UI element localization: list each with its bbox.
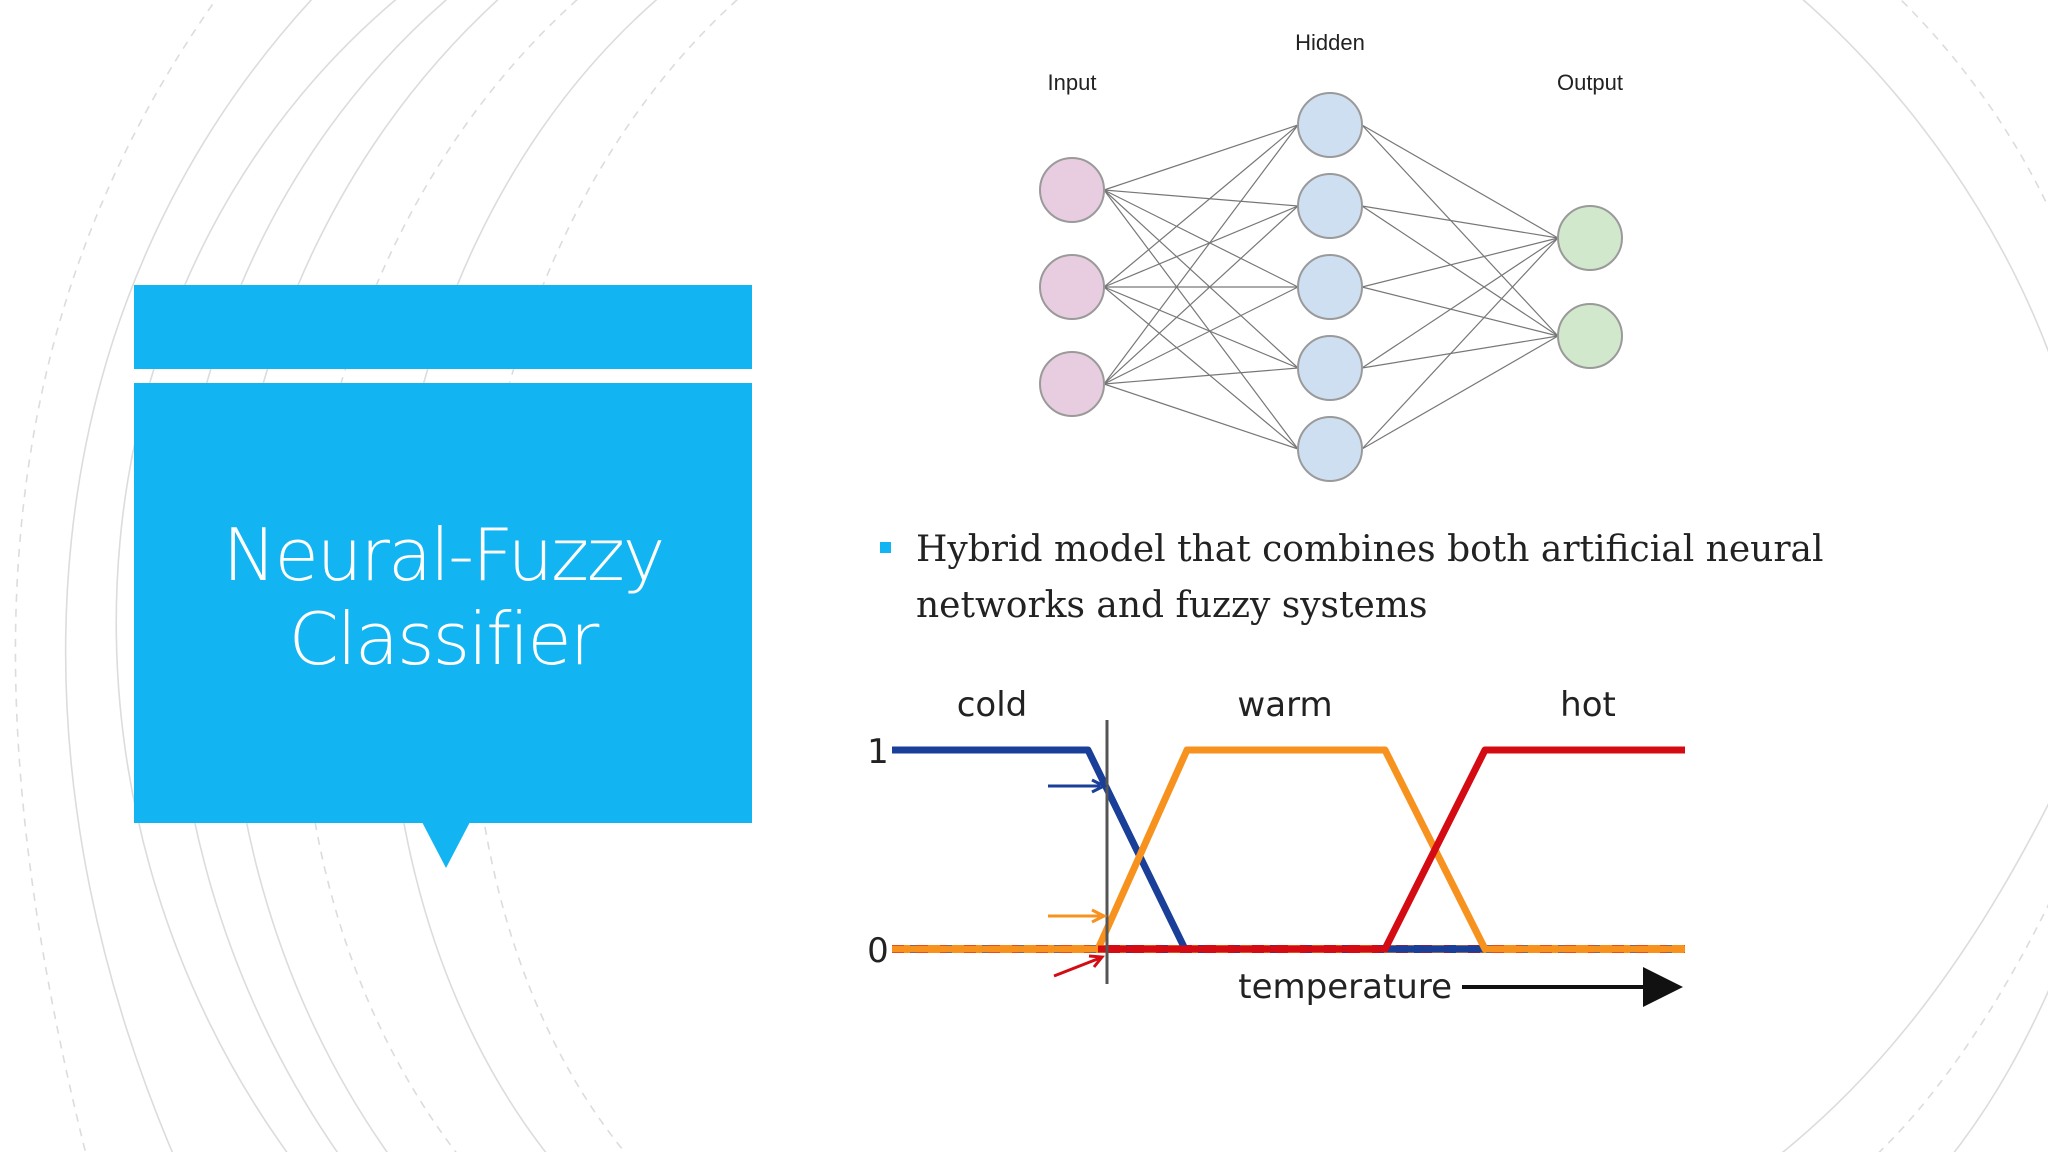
title-accent-bar bbox=[134, 285, 752, 369]
network-edge bbox=[1361, 237, 1559, 369]
warm-label: warm bbox=[1237, 685, 1332, 725]
network-edge bbox=[1103, 383, 1299, 450]
network-edge bbox=[1361, 124, 1559, 337]
network-edge bbox=[1103, 205, 1299, 288]
input-layer-label: Input bbox=[1048, 70, 1097, 95]
hidden-node-5 bbox=[1297, 416, 1363, 482]
network-edges bbox=[1103, 124, 1559, 450]
slide-title: Neural-Fuzzy Classifier bbox=[134, 513, 752, 681]
warm-arrowhead-icon bbox=[1091, 908, 1108, 924]
input-node-1 bbox=[1039, 157, 1105, 223]
cold-membership-line bbox=[892, 746, 1685, 953]
network-edge bbox=[1103, 286, 1299, 369]
network-edge bbox=[1361, 237, 1559, 450]
network-edge bbox=[1361, 286, 1559, 337]
input-node-2 bbox=[1039, 254, 1105, 320]
network-edge bbox=[1103, 124, 1299, 385]
network-edge bbox=[1361, 205, 1559, 337]
network-edge bbox=[1103, 189, 1299, 450]
title-pointer bbox=[422, 822, 470, 868]
hot-label: hot bbox=[1560, 685, 1616, 725]
network-nodes bbox=[1039, 92, 1623, 482]
cold-label: cold bbox=[957, 685, 1028, 725]
output-node-1 bbox=[1557, 205, 1623, 271]
network-edge bbox=[1103, 124, 1299, 288]
fuzzy-membership-diagram: cold warm hot 1 0 temperature bbox=[867, 685, 1685, 1007]
hidden-layer-label: Hidden bbox=[1295, 30, 1365, 55]
y-bottom-label: 0 bbox=[867, 931, 889, 971]
cold-arrowhead-icon bbox=[1091, 778, 1108, 794]
network-edge bbox=[1103, 205, 1299, 385]
network-edge bbox=[1361, 335, 1559, 369]
warm-membership-line bbox=[892, 746, 1685, 953]
slide-title-line2: Classifier bbox=[288, 597, 600, 681]
hidden-node-2 bbox=[1297, 173, 1363, 239]
network-edge bbox=[1103, 367, 1299, 385]
network-edge bbox=[1103, 189, 1299, 369]
network-edge bbox=[1103, 286, 1299, 385]
network-edge bbox=[1361, 335, 1559, 450]
hidden-node-1 bbox=[1297, 92, 1363, 158]
network-edge bbox=[1103, 189, 1299, 288]
hidden-node-3 bbox=[1297, 254, 1363, 320]
network-edge bbox=[1103, 124, 1299, 191]
y-top-label: 1 bbox=[867, 732, 889, 772]
network-edge bbox=[1103, 189, 1299, 207]
hot-arrow-icon bbox=[1053, 956, 1101, 978]
hidden-node-4 bbox=[1297, 335, 1363, 401]
x-axis-label: temperature bbox=[1238, 967, 1452, 1007]
bullet-item: Hybrid model that combines both artifici… bbox=[878, 522, 1878, 634]
hot-arrowhead-icon bbox=[1088, 954, 1105, 968]
neural-network-diagram: Input Hidden Output bbox=[1039, 30, 1623, 482]
network-edge bbox=[1361, 237, 1559, 288]
output-layer-label: Output bbox=[1557, 70, 1623, 95]
bullet-square-icon bbox=[880, 542, 891, 553]
slide-title-line1: Neural-Fuzzy bbox=[222, 513, 666, 597]
input-node-3 bbox=[1039, 351, 1105, 417]
bullet-text: Hybrid model that combines both artifici… bbox=[916, 529, 1824, 626]
hot-membership-line bbox=[1098, 746, 1685, 953]
title-box: Neural-Fuzzy Classifier bbox=[134, 383, 752, 823]
network-edge bbox=[1361, 124, 1559, 239]
network-edge bbox=[1103, 286, 1299, 450]
output-node-2 bbox=[1557, 303, 1623, 369]
network-edge bbox=[1361, 205, 1559, 239]
